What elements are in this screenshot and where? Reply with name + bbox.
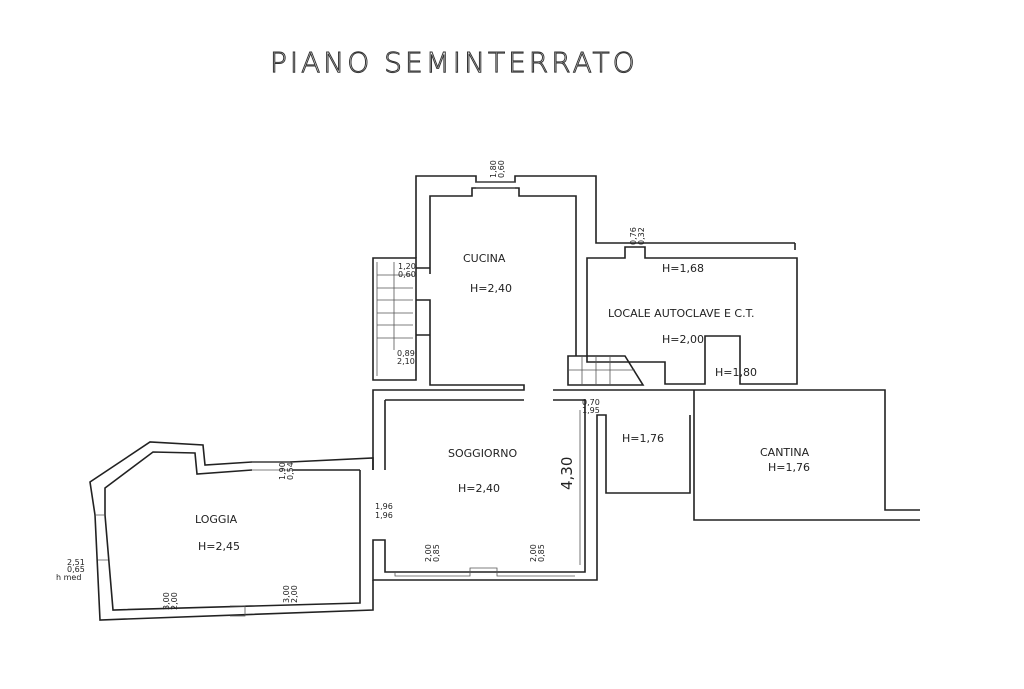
dim-locale-top-a: 0,76 [629,227,638,245]
dim-soggiorno-height: 4,30 [558,457,576,490]
plan-title: PIANO SEMINTERRATO [270,46,638,79]
dim-loggia-left-a: 2,51 [67,558,85,567]
soggiorno-height: H=2,40 [458,482,500,495]
cucina-label: CUCINA [463,252,506,265]
dim-cucina-door-a: 0,89 [397,349,415,358]
dim-loggia-door-b: 1,96 [375,511,393,520]
locale-height-a: H=1,68 [662,262,704,275]
loggia-height: H=2,45 [198,540,240,553]
loggia-walls [89,441,374,621]
dim-soggiorno-win2-a: 2,00 [529,544,538,562]
dim-cucina-left-b: 0,60 [398,270,416,279]
dim-passage-b: 1,95 [582,406,600,415]
cantina-label: CANTINA [760,446,810,459]
dim-loggia-bottom2-b: 2,00 [290,585,299,603]
dim-loggia-door-a: 1,96 [375,502,393,511]
locale-walls [586,243,798,385]
dim-loggia-bottom1-a: 3,00 [162,592,171,610]
dim-cucina-left-a: 1,20 [398,262,416,271]
locale-label: LOCALE AUTOCLAVE E C.T. [608,307,755,320]
locale-height-c: H=1,80 [715,366,757,379]
cucina-walls [372,175,795,470]
dim-loggia-top-a: 1,90 [278,462,287,480]
dim-soggiorno-win1-b: 0,85 [432,544,441,562]
dim-soggiorno-win2-b: 0,85 [537,544,546,562]
dim-loggia-bottom2-a: 3,00 [282,585,291,603]
dim-loggia-left-c: h med [56,573,81,582]
cantina-height: H=1,76 [768,461,810,474]
loggia-label: LOGGIA [195,513,238,526]
ripostiglio-height: H=1,76 [622,432,664,445]
dim-locale-top-b: 0,32 [637,227,646,245]
dim-cucina-door-b: 2,10 [397,357,415,366]
dim-cucina-top-a: 1,80 [489,160,498,178]
dim-loggia-left-b: 0,65 [67,565,85,574]
dim-loggia-bottom1-b: 2,00 [170,592,179,610]
dim-soggiorno-win1-a: 2,00 [424,544,433,562]
soggiorno-label: SOGGIORNO [448,447,517,460]
locale-height-b: H=2,00 [662,333,704,346]
dim-loggia-top-b: 0,54 [286,462,295,480]
cucina-height: H=2,40 [470,282,512,295]
dim-cucina-top-b: 0,60 [497,160,506,178]
dim-passage-a: 0,70 [582,398,600,407]
stair-left [372,257,417,381]
stair-middle [553,355,920,521]
